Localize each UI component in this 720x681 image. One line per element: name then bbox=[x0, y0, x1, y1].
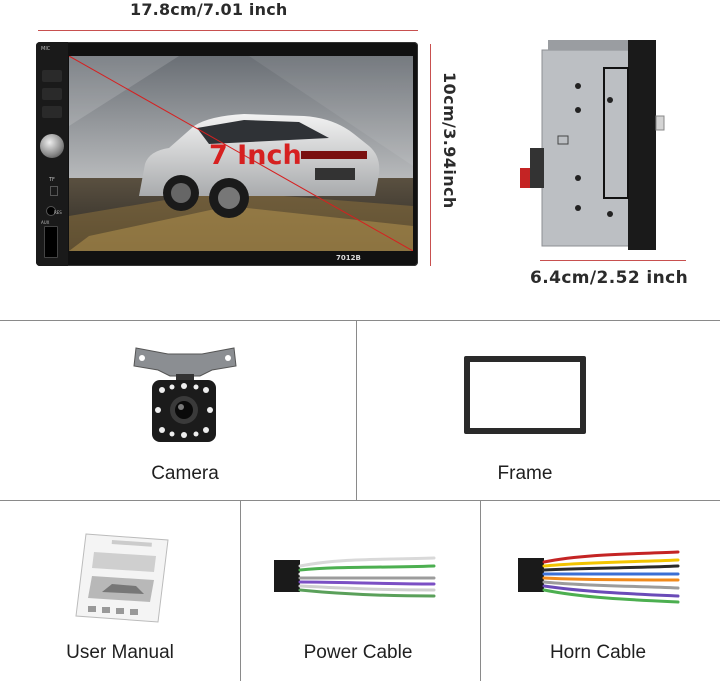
accessory-label-horn-cable: Horn Cable bbox=[549, 642, 647, 663]
grid-divider-2 bbox=[240, 500, 241, 681]
width-dimension-line bbox=[38, 30, 418, 31]
screen-car-image bbox=[69, 56, 413, 251]
usb-port[interactable] bbox=[44, 226, 58, 258]
grid-line-top bbox=[0, 320, 720, 321]
aux-port[interactable] bbox=[46, 206, 56, 216]
tf-label: TF bbox=[49, 177, 55, 183]
frame-image bbox=[464, 356, 586, 434]
control-panel: MIC TF RES AUX bbox=[36, 42, 68, 266]
accessory-label-frame: Frame bbox=[497, 463, 553, 484]
grid-line-middle bbox=[0, 500, 720, 501]
res-label: RES bbox=[54, 210, 62, 215]
user-manual-image bbox=[72, 530, 172, 625]
mic-label: MIC bbox=[41, 46, 51, 52]
width-dimension-label: 17.8cm/7.01 inch bbox=[130, 0, 288, 19]
prev-button[interactable] bbox=[42, 70, 62, 82]
screen-size-label: 7 Inch bbox=[209, 140, 302, 171]
grid-divider-3 bbox=[480, 500, 481, 681]
aux-label: AUX bbox=[41, 220, 50, 225]
touch-screen: 7 Inch bbox=[69, 56, 413, 251]
accessory-label-user-manual: User Manual bbox=[66, 642, 174, 663]
head-unit-side-view bbox=[518, 38, 688, 258]
head-unit-front: MIC TF RES AUX bbox=[36, 42, 418, 266]
accessory-label-power-cable: Power Cable bbox=[303, 642, 413, 663]
horn-cable-image bbox=[514, 544, 684, 608]
depth-dimension-label: 6.4cm/2.52 inch bbox=[530, 268, 689, 288]
accessory-label-camera: Camera bbox=[151, 463, 219, 484]
grid-divider-1 bbox=[356, 320, 357, 500]
power-cable-image bbox=[270, 546, 440, 606]
tf-slot[interactable] bbox=[50, 186, 58, 196]
depth-dimension-line bbox=[540, 260, 686, 261]
play-button[interactable] bbox=[42, 88, 62, 100]
height-dimension-line bbox=[430, 44, 431, 266]
model-number: 7012B bbox=[336, 254, 361, 262]
height-dimension-label: 10cm/3.94inch bbox=[440, 72, 459, 209]
camera-image bbox=[130, 340, 240, 450]
volume-knob[interactable] bbox=[40, 134, 64, 158]
next-button[interactable] bbox=[42, 106, 62, 118]
